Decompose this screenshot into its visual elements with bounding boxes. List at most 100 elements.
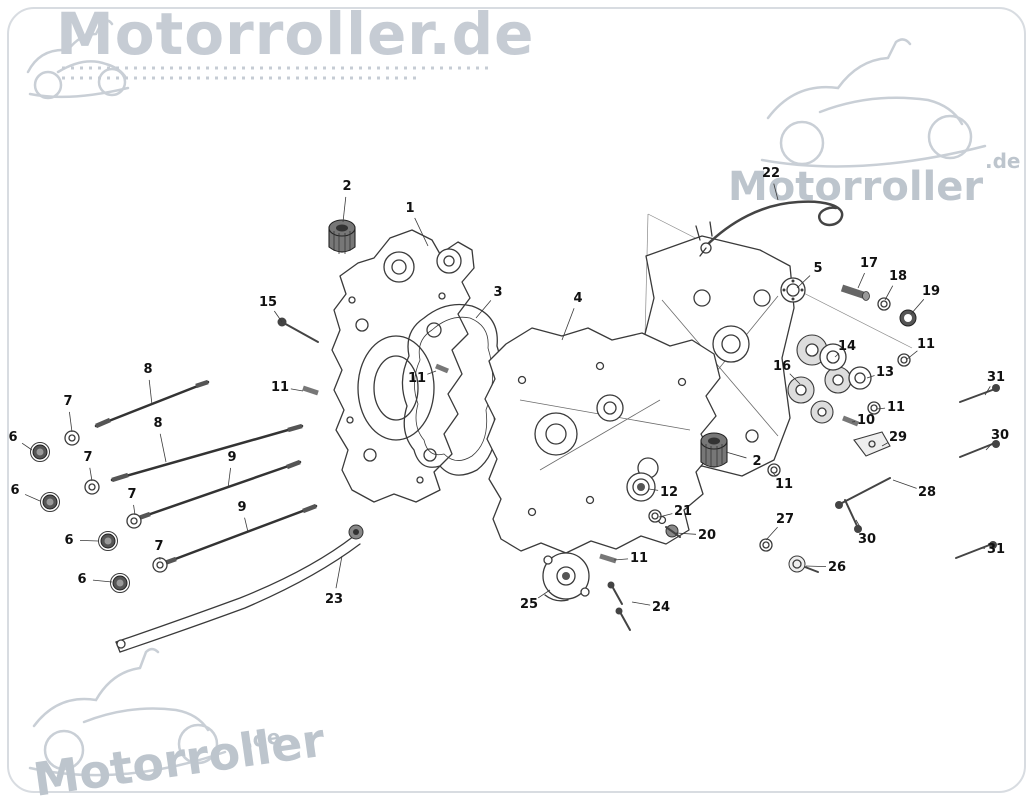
part-label-11: 11	[887, 400, 905, 415]
leader-line-16	[789, 373, 801, 385]
leader-line-17	[857, 272, 865, 289]
watermark-top: Motorroller.de	[56, 0, 535, 68]
part-label-26: 26	[828, 560, 846, 575]
part-label-5: 5	[813, 261, 822, 276]
part-label-29: 29	[889, 430, 907, 445]
part-label-11: 11	[408, 371, 426, 386]
rubber-bushing-right	[700, 432, 728, 468]
watermark-bottom-left-suffix: .de	[243, 724, 281, 753]
bracket-29	[853, 431, 891, 457]
part-label-4: 4	[573, 291, 582, 306]
part-label-30: 30	[858, 532, 876, 547]
bolt-15	[277, 317, 319, 343]
watermark-top-right-suffix: .de	[985, 149, 1020, 173]
washer-11-right-mid	[867, 401, 881, 415]
leader-line-11	[290, 388, 304, 392]
part-label-18: 18	[889, 269, 907, 284]
part-label-30: 30	[991, 428, 1009, 443]
part-label-12: 12	[660, 485, 678, 500]
part-label-22: 22	[762, 166, 780, 181]
part-label-11: 11	[917, 337, 935, 352]
part-label-11: 11	[775, 477, 793, 492]
nuts-6	[30, 442, 130, 593]
bolt-30-mid	[844, 499, 862, 533]
dowel-11-left	[302, 385, 319, 396]
part-label-17: 17	[860, 256, 878, 271]
bearing-5	[780, 277, 806, 303]
leader-line-7	[69, 411, 73, 433]
leader-line-25	[537, 589, 551, 599]
leader-line-20	[675, 532, 697, 535]
part-label-27: 27	[776, 512, 794, 527]
leader-line-1	[414, 217, 429, 247]
oil-seal-12	[626, 472, 656, 502]
bearing-14	[819, 343, 847, 371]
part-label-6: 6	[64, 533, 73, 548]
part-label-31: 31	[987, 542, 1005, 557]
leader-line-21	[658, 513, 673, 518]
leader-line-7	[133, 504, 136, 516]
part-label-9: 9	[227, 450, 236, 465]
leader-line-9	[227, 467, 231, 489]
top-left-scooter-sketch	[26, 19, 130, 100]
crankcase-right-half	[484, 327, 721, 554]
tensioner-strap-23	[115, 524, 364, 653]
leader-line-8	[159, 433, 167, 463]
part-label-28: 28	[918, 485, 936, 500]
part-label-8: 8	[153, 416, 162, 431]
leader-line-6	[79, 539, 99, 542]
leader-line-9	[244, 517, 249, 533]
bolt-20	[665, 524, 681, 538]
dowel-pin-10	[842, 415, 859, 427]
leader-line-6	[92, 579, 113, 583]
leader-line-11	[905, 350, 918, 361]
washer-11-right-top	[897, 353, 911, 367]
leader-line-29	[881, 442, 889, 447]
part-label-6: 6	[10, 483, 19, 498]
leader-line-4	[561, 308, 575, 341]
leader-line-11	[613, 558, 629, 561]
leader-line-22	[773, 183, 779, 201]
part-label-2: 2	[752, 454, 761, 469]
part-label-6: 6	[8, 430, 17, 445]
leader-line-24	[631, 601, 651, 606]
bearing-13	[848, 366, 872, 390]
part-label-11: 11	[271, 380, 289, 395]
leader-line-11	[427, 370, 437, 375]
dowel-11-center	[435, 363, 449, 374]
part-label-15: 15	[259, 295, 277, 310]
part-label-25: 25	[520, 597, 538, 612]
part-label-2: 2	[342, 179, 351, 194]
leader-line-18	[884, 285, 894, 301]
leader-line-30	[985, 442, 993, 451]
part-label-7: 7	[127, 487, 136, 502]
part-label-14: 14	[838, 339, 856, 354]
part-label-6: 6	[77, 572, 86, 587]
washers-7	[64, 430, 168, 573]
washer-27	[759, 538, 773, 552]
crankcase-left-half	[331, 229, 475, 503]
leader-line-13	[866, 375, 875, 379]
top-right-scooter-sketch	[760, 38, 987, 168]
breather-hose	[699, 200, 844, 257]
leader-line-11	[876, 407, 886, 410]
part-label-3: 3	[493, 285, 502, 300]
studs-8-9	[94, 379, 318, 567]
part-label-7: 7	[83, 450, 92, 465]
part-label-10: 10	[857, 413, 875, 428]
washer-21	[648, 509, 662, 523]
part-label-19: 19	[922, 284, 940, 299]
leader-line-31	[984, 386, 991, 396]
cover-25	[542, 552, 590, 602]
rubber-bushing-top	[328, 219, 356, 254]
page-border	[7, 7, 1026, 793]
washer-11-near-bushing	[767, 463, 781, 477]
bolt-31-top	[959, 384, 1000, 403]
nut-19	[899, 309, 917, 327]
shaft-17	[840, 284, 870, 301]
nut-18	[877, 297, 891, 311]
screws-24	[607, 581, 631, 631]
